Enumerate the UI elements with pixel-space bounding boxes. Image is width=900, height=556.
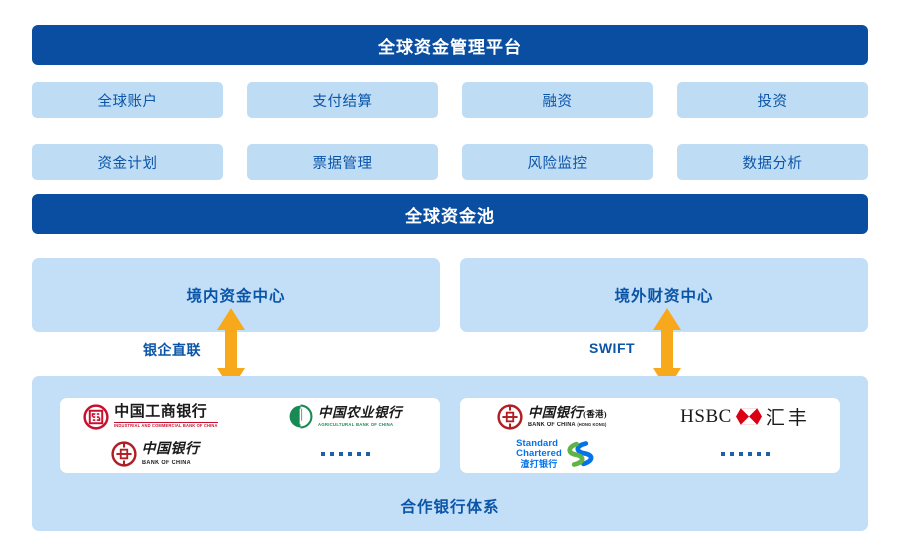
partner-bank-system-caption: 合作银行体系 xyxy=(400,499,500,516)
abc-emblem-icon xyxy=(289,404,313,429)
module-chip-investment[interactable]: 投资 xyxy=(677,82,868,118)
domestic-bank-row-1: 中国工商银行 INDUSTRIAL AND COMMERCIAL BANK OF… xyxy=(60,398,440,436)
hsbc-logo: HSBC 汇丰 xyxy=(680,403,810,430)
offshore-bank-card: 中国银行(香港) BANK OF CHINA (HONG KONG) HSBC xyxy=(460,398,840,473)
bank-slot-hsbc[interactable]: HSBC 汇丰 xyxy=(650,398,840,436)
global-fund-pool-banner: 全球资金池 xyxy=(32,194,868,234)
connector-label-swift: SWIFT xyxy=(589,340,636,356)
hsbc-cn-wordmark: 汇丰 xyxy=(765,408,810,430)
icbc-logo: 中国工商银行 INDUSTRIAL AND COMMERCIAL BANK OF… xyxy=(83,404,227,430)
abc-logo-text: 中国农业银行 AGRICULTURAL BANK OF CHINA xyxy=(318,405,402,427)
icbc-emblem-icon xyxy=(83,404,109,430)
bochk-cn-line: 中国银行(香港) xyxy=(527,404,607,420)
domestic-connector-arrow-icon xyxy=(217,308,245,390)
icbc-logo-text: 中国工商银行 INDUSTRIAL AND COMMERCIAL BANK OF… xyxy=(114,403,218,429)
ellipsis-dots-icon xyxy=(720,452,770,457)
bank-slot-standard-chartered[interactable]: Standard Chartered 渣打银行 xyxy=(460,436,650,474)
ellipsis-dots-icon xyxy=(320,452,370,457)
bank-slot-icbc[interactable]: 中国工商银行 INDUSTRIAL AND COMMERCIAL BANK OF… xyxy=(60,398,250,436)
hsbc-hexagon-icon xyxy=(735,408,762,425)
partner-bank-system-panel: 中国工商银行 INDUSTRIAL AND COMMERCIAL BANK OF… xyxy=(32,376,868,531)
standard-chartered-logo: Standard Chartered 渣打银行 xyxy=(516,437,594,470)
standard-chartered-text: Standard Chartered 渣打银行 xyxy=(516,437,562,470)
module-grid: 全球账户 支付结算 融资 投资 资金计划 票据管理 风险监控 数据分析 xyxy=(32,82,868,180)
module-chip-fund-planning[interactable]: 资金计划 xyxy=(32,144,223,180)
module-chip-data-analytics[interactable]: 数据分析 xyxy=(677,144,868,180)
bochk-en-line: BANK OF CHINA (HONG KONG) xyxy=(527,422,607,428)
offshore-bank-row-2: Standard Chartered 渣打银行 xyxy=(460,436,840,474)
boc-emblem-icon xyxy=(497,404,523,430)
boc-logo-text: 中国银行 BANK OF CHINA xyxy=(141,441,200,466)
bank-slot-more-offshore xyxy=(650,436,840,474)
boc-emblem-icon xyxy=(110,441,137,467)
module-chip-risk-monitoring[interactable]: 风险监控 xyxy=(462,144,653,180)
offshore-connector-arrow-icon xyxy=(653,308,681,390)
module-chip-payment-settlement[interactable]: 支付结算 xyxy=(247,82,438,118)
domestic-bank-row-2: 中国银行 BANK OF CHINA xyxy=(60,436,440,474)
connector-label-bank-enterprise-link: 银企直联 xyxy=(143,342,201,358)
sc-helix-icon xyxy=(567,441,594,468)
domestic-bank-card: 中国工商银行 INDUSTRIAL AND COMMERCIAL BANK OF… xyxy=(60,398,440,473)
boc-logo: 中国银行 BANK OF CHINA xyxy=(110,441,200,467)
platform-title-banner: 全球资金管理平台 xyxy=(32,25,868,65)
bochk-logo-text: 中国银行(香港) BANK OF CHINA (HONG KONG) xyxy=(527,404,613,428)
bochk-logo: 中国银行(香港) BANK OF CHINA (HONG KONG) xyxy=(497,404,613,430)
bank-slot-bochk[interactable]: 中国银行(香港) BANK OF CHINA (HONG KONG) xyxy=(460,398,650,436)
module-chip-global-account[interactable]: 全球账户 xyxy=(32,82,223,118)
bank-slot-abc[interactable]: 中国农业银行 AGRICULTURAL BANK OF CHINA xyxy=(250,398,440,436)
bank-slot-boc[interactable]: 中国银行 BANK OF CHINA xyxy=(60,436,250,474)
bank-slot-more-domestic xyxy=(250,436,440,474)
module-chip-financing[interactable]: 融资 xyxy=(462,82,653,118)
module-chip-bill-management[interactable]: 票据管理 xyxy=(247,144,438,180)
offshore-bank-row-1: 中国银行(香港) BANK OF CHINA (HONG KONG) HSBC xyxy=(460,398,840,436)
abc-logo: 中国农业银行 AGRICULTURAL BANK OF CHINA xyxy=(288,404,402,429)
hsbc-wordmark: HSBC xyxy=(680,405,732,427)
